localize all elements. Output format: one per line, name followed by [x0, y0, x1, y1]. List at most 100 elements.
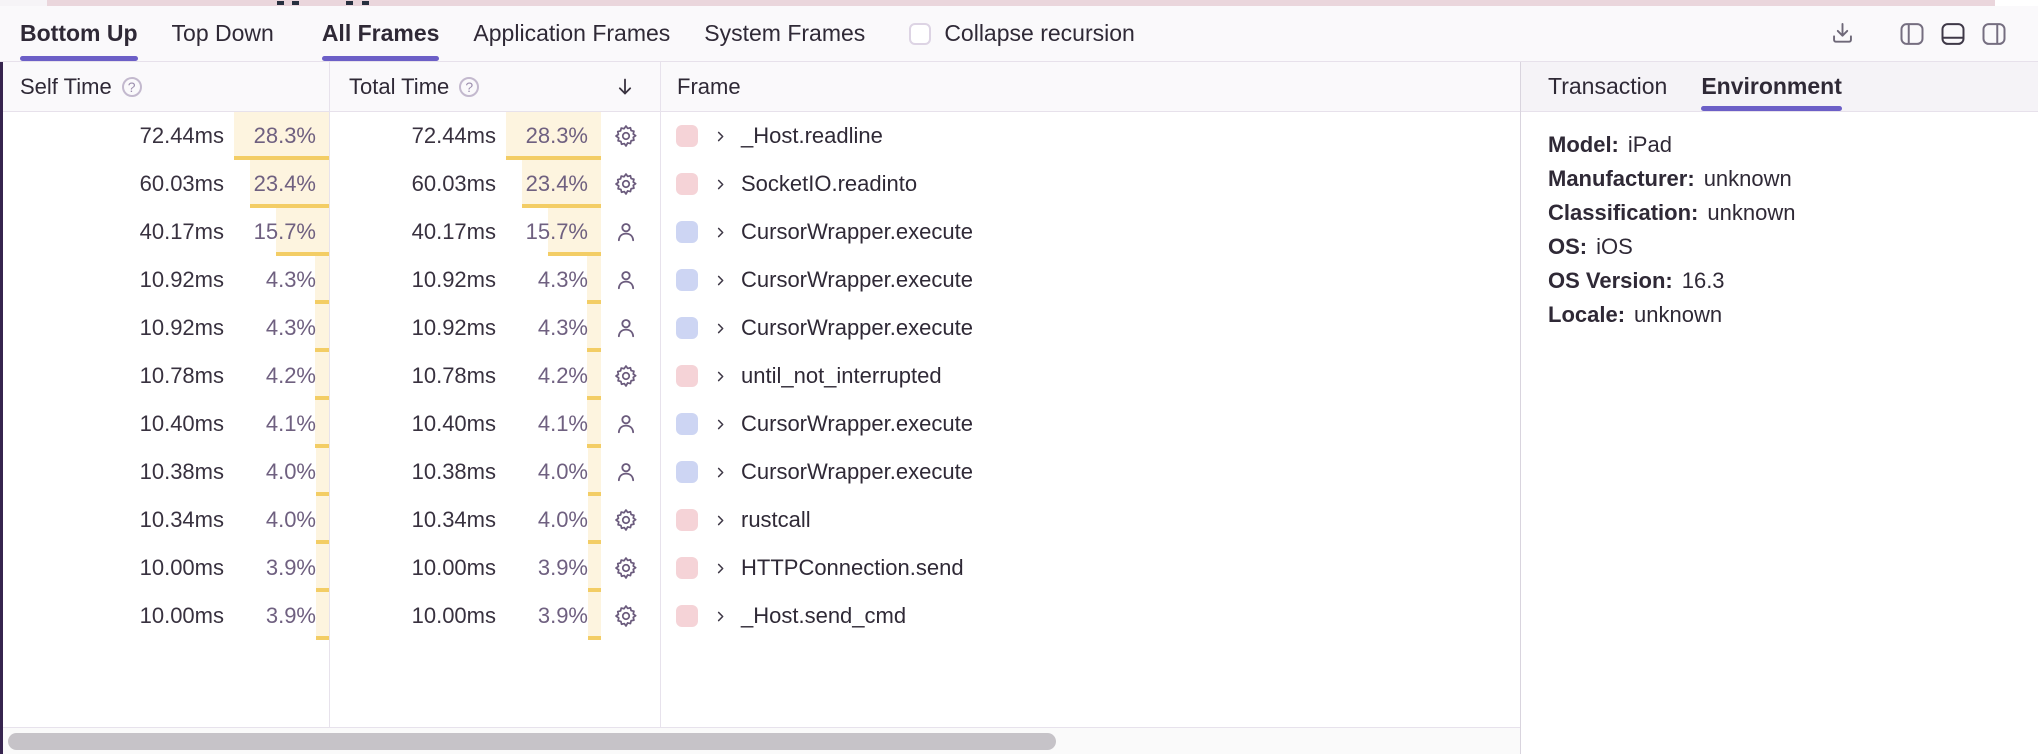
- details-tab-environment[interactable]: Environment: [1701, 62, 1842, 111]
- duration-value: 10.38ms: [139, 459, 224, 484]
- panel-left-icon[interactable]: [1898, 20, 1926, 48]
- download-icon[interactable]: [1829, 20, 1856, 47]
- tab-top-down[interactable]: Top Down: [171, 20, 274, 46]
- percent-cell: 4.3%: [506, 304, 601, 352]
- detail-value: 16.3: [1681, 268, 1725, 293]
- panel-right-icon[interactable]: [1980, 20, 2008, 48]
- user-icon: [613, 219, 639, 245]
- panel-bottom-icon[interactable]: [1939, 20, 1967, 48]
- frame-color-swatch: [676, 173, 698, 195]
- frame-color-swatch: [676, 605, 698, 627]
- frame-name: CursorWrapper.execute: [741, 267, 973, 292]
- sort-desc-arrow-icon: [613, 75, 637, 99]
- collapse-recursion-label: Collapse recursion: [944, 20, 1135, 46]
- frame-cell: CursorWrapper.execute: [660, 304, 1520, 352]
- percent-bar: [316, 496, 329, 544]
- percent-value: 4.1%: [537, 411, 588, 436]
- horizontal-scrollbar[interactable]: [0, 727, 1520, 754]
- help-icon[interactable]: ?: [121, 76, 142, 97]
- chevron-right-icon[interactable]: [713, 513, 728, 528]
- detail-row: Classification:unknown: [1548, 196, 2014, 230]
- percent-cell: 3.9%: [506, 592, 601, 640]
- chevron-right-icon[interactable]: [713, 273, 728, 288]
- duration-value: 10.92ms: [139, 267, 224, 292]
- frame-color-swatch: [676, 125, 698, 147]
- gear-icon: [613, 603, 639, 629]
- frame-name: _Host.send_cmd: [741, 603, 907, 628]
- self-time-header[interactable]: Self Time ?: [0, 62, 329, 111]
- tab-all-frames[interactable]: All Frames: [321, 6, 439, 61]
- percent-value: 3.9%: [265, 555, 316, 580]
- duration-value: 10.34ms: [411, 507, 496, 532]
- percent-value: 4.3%: [537, 315, 588, 340]
- scrollbar-thumb[interactable]: [8, 733, 1056, 750]
- details-tab-transaction[interactable]: Transaction: [1548, 73, 1668, 99]
- chevron-right-icon[interactable]: [713, 369, 728, 384]
- frame-name: until_not_interrupted: [741, 363, 942, 388]
- frame-name: CursorWrapper.execute: [741, 459, 973, 484]
- help-icon[interactable]: ?: [459, 76, 480, 97]
- percent-cell: 23.4%: [506, 160, 601, 208]
- detail-row: Model:iPad: [1548, 128, 2014, 162]
- percent-value: 23.4%: [525, 171, 588, 196]
- minimap-strip: [0, 0, 1995, 6]
- minimap-strip-left: [0, 0, 47, 6]
- total-time-header[interactable]: Total Time ?: [329, 62, 660, 111]
- minimap-tick: [277, 1, 284, 5]
- frame-color-swatch: [676, 269, 698, 291]
- frame-cell: until_not_interrupted: [660, 352, 1520, 400]
- percent-value: 4.2%: [537, 363, 588, 388]
- tab-system-frames[interactable]: System Frames: [704, 20, 866, 46]
- detail-label: OS Version:: [1548, 268, 1673, 293]
- duration-value: 10.92ms: [411, 267, 496, 292]
- chevron-right-icon[interactable]: [713, 129, 728, 144]
- chevron-right-icon[interactable]: [713, 465, 728, 480]
- chevron-right-icon[interactable]: [713, 225, 728, 240]
- collapse-recursion-checkbox[interactable]: [909, 22, 932, 45]
- chevron-right-icon[interactable]: [713, 417, 728, 432]
- frame-name: CursorWrapper.execute: [741, 219, 973, 244]
- frame-color-swatch: [676, 221, 698, 243]
- percent-bar: [522, 160, 601, 208]
- duration-value: 10.78ms: [411, 363, 496, 388]
- percent-bar: [276, 208, 329, 256]
- chevron-right-icon[interactable]: [713, 609, 728, 624]
- view-tabs: Bottom Up Top Down: [20, 6, 274, 61]
- frame-header[interactable]: Frame: [660, 62, 1520, 111]
- percent-cell: 3.9%: [234, 592, 329, 640]
- duration-value: 10.00ms: [411, 603, 496, 628]
- duration-value: 40.17ms: [139, 219, 224, 244]
- chevron-right-icon[interactable]: [713, 561, 728, 576]
- self-time-header-label: Self Time: [20, 73, 112, 99]
- toolbar-icons: [1829, 6, 2038, 61]
- details-tabs: Transaction Environment: [1521, 62, 2038, 112]
- chevron-right-icon[interactable]: [713, 321, 728, 336]
- percent-value: 4.0%: [265, 459, 316, 484]
- percent-cell: 28.3%: [234, 112, 329, 160]
- table-header: Self Time ? Total Time ? Frame: [0, 62, 1520, 112]
- user-icon: [613, 267, 639, 293]
- chevron-right-icon[interactable]: [713, 177, 728, 192]
- tab-bottom-up[interactable]: Bottom Up: [20, 6, 138, 61]
- percent-value: 4.1%: [265, 411, 316, 436]
- tab-application-frames[interactable]: Application Frames: [473, 20, 671, 46]
- collapse-recursion-control: Collapse recursion: [909, 6, 1135, 61]
- frame-name: CursorWrapper.execute: [741, 411, 973, 436]
